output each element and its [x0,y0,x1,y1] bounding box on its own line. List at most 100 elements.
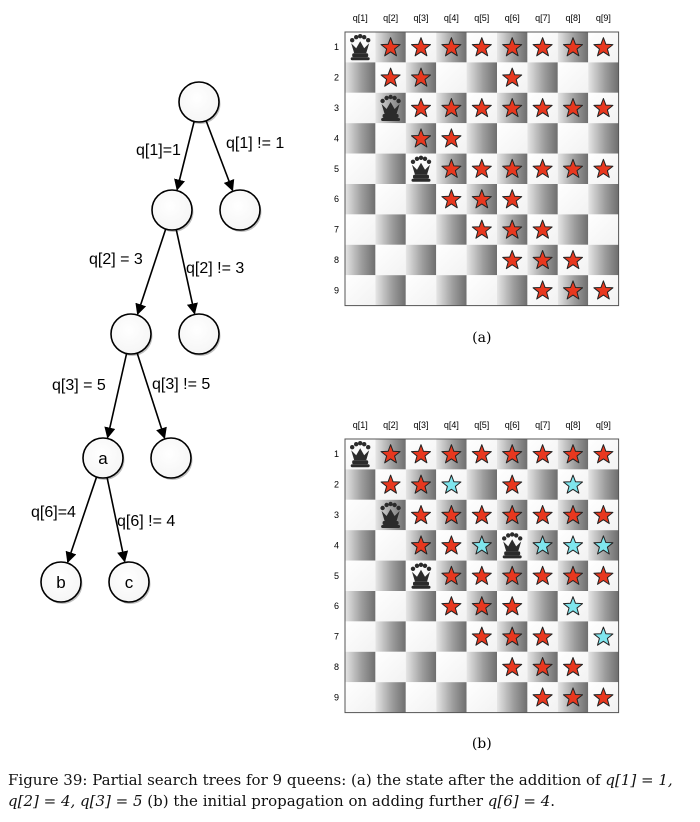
board-square [405,184,437,215]
red-star-icon [471,596,492,616]
board-col-header: q[1] [353,420,368,430]
red-star-icon [593,505,614,525]
board-row-header: 5 [334,164,339,174]
red-star-icon [471,158,492,178]
board-square [375,275,406,306]
board-square [345,499,376,531]
board-square [466,651,497,683]
tree-edge-label: q[6] != 4 [117,513,175,530]
red-star-icon [502,219,523,239]
caption-figure-number: Figure 39: [8,771,88,789]
board-square [527,62,558,93]
tree-edge-label: q[2] = 3 [89,251,143,268]
tree-edge-label: q[1]=1 [136,142,181,159]
board-square [375,560,406,591]
red-star-icon [562,280,584,300]
queen-icon [410,562,432,589]
board-square [345,682,376,713]
red-star-icon [410,535,432,555]
red-star-icon [562,565,584,585]
tree-node [178,81,220,123]
red-star-icon [380,444,401,464]
board-square [345,560,376,591]
red-star-icon [593,158,614,178]
red-star-icon [593,565,614,585]
tree-edge-arrow [174,121,195,191]
tree-edge-label: q[1] != 1 [226,135,284,152]
board-square [436,244,467,276]
board-square [345,275,376,306]
board-col-header: q[9] [596,13,611,23]
red-star-icon [502,98,523,118]
red-star-icon [562,687,584,707]
board-square [345,651,376,683]
red-star-icon [502,565,523,585]
board-square [557,214,589,245]
board-square [466,123,497,154]
figure-caption: Figure 39: Partial search trees for 9 qu… [8,770,694,812]
board-square [345,123,376,154]
board-square [497,682,528,713]
board-col-header: q[1] [353,13,368,23]
board-square [466,244,497,276]
board-row-header: 3 [334,510,339,520]
red-star-icon [532,505,553,525]
red-star-icon [593,280,614,300]
board-row-header: 8 [334,255,339,265]
board-col-header: q[7] [535,13,550,23]
red-star-icon [441,128,462,148]
board-square [588,244,619,276]
cyan-star-icon [532,535,553,555]
board-row-header: 9 [334,692,339,702]
board-square [588,184,619,215]
board-square [405,214,437,245]
board-col-header: q[2] [383,420,398,430]
red-star-icon [471,37,492,57]
red-star-icon [502,189,523,209]
board-square [436,62,467,93]
board-square [345,621,376,652]
cyan-star-icon [593,626,614,646]
board-row-header: 2 [334,73,339,83]
red-star-icon [410,505,432,525]
cyan-star-icon [441,474,462,494]
board-col-header: q[5] [474,420,489,430]
board-row-header: 4 [334,540,339,550]
red-star-icon [532,626,553,646]
red-star-icon [532,219,553,239]
board-col-header: q[3] [413,13,428,23]
board-square [375,530,406,561]
red-star-icon [502,444,523,464]
board-border [344,31,620,307]
tree-node-label: b [56,573,65,592]
red-star-icon [380,67,401,87]
board-square [588,62,619,93]
red-star-icon [410,37,432,57]
red-star-icon [410,474,432,494]
board-row-header: 4 [334,133,339,143]
red-star-icon [532,657,553,677]
tree-edge-label: q[6]=4 [31,504,76,521]
board-square [375,591,406,622]
board-square [405,275,437,306]
caption-eq-1: q[1] = 1, [605,771,673,789]
board-row-header: 6 [334,194,339,204]
board-border [344,438,620,714]
board-square [557,621,589,652]
red-star-icon [502,657,523,677]
board-square [436,651,467,683]
board-square [345,591,376,622]
board-col-header: q[6] [505,13,520,23]
tree-node-label: a [98,449,108,468]
red-star-icon [471,189,492,209]
tree-edge-arrow [136,352,167,440]
red-star-icon [593,687,614,707]
board-row-header: 3 [334,103,339,113]
board-square [497,275,528,306]
red-star-icon [471,98,492,118]
board-square [436,621,467,652]
red-star-icon [593,444,614,464]
cyan-star-icon [562,474,584,494]
board-col-header: q[4] [444,420,459,430]
red-star-icon [502,596,523,616]
